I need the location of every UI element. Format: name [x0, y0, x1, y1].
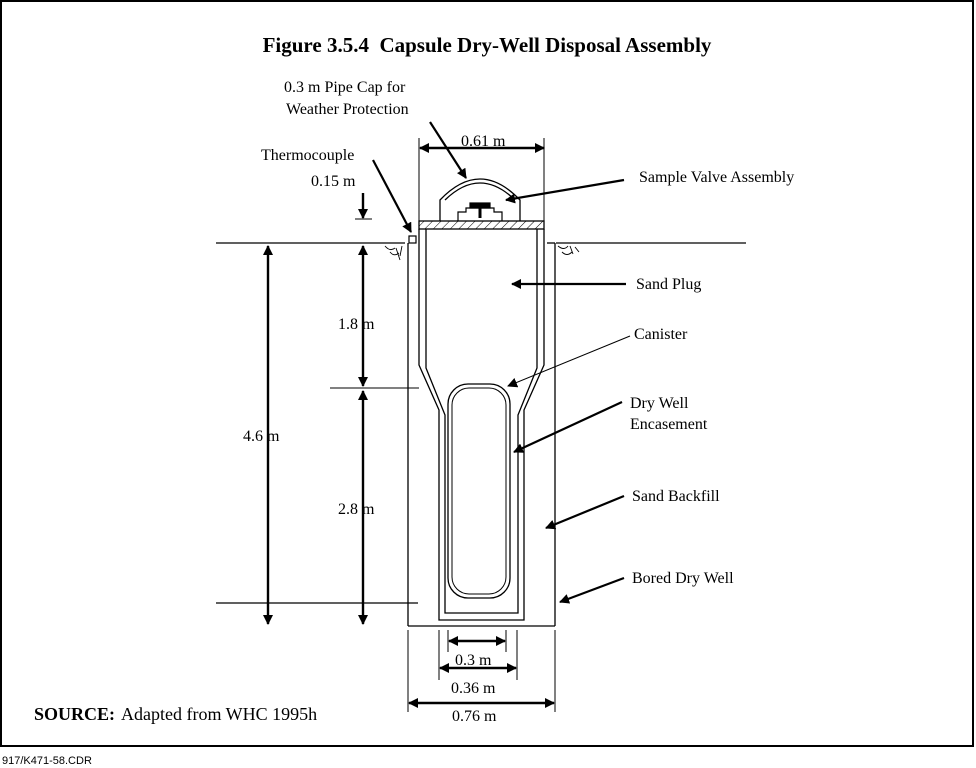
file-id: 917/K471-58.CDR	[2, 755, 92, 767]
thermocouple-sensor	[408, 235, 417, 244]
leader-sample-valve	[505, 178, 625, 204]
label-sample-valve: Sample Valve Assembly	[639, 169, 794, 186]
canister-inner-wall	[451, 387, 507, 595]
dimension-arrows	[263, 143, 555, 708]
label-sand-backfill: Sand Backfill	[632, 488, 720, 505]
sample-valve-assembly	[457, 202, 503, 221]
label-bore-width: 0.76 m	[452, 708, 497, 725]
label-thermocouple: Thermocouple	[261, 147, 354, 164]
leader-dry-well	[513, 401, 623, 453]
label-pipe-cap-2: Weather Protection	[286, 101, 409, 118]
leader-sand-backfill	[545, 494, 625, 530]
label-sand-plug: Sand Plug	[636, 276, 701, 293]
dry-well-encasement	[418, 229, 545, 621]
label-dry-well-1: Dry Well	[630, 395, 689, 412]
leader-pipe-cap	[429, 121, 467, 179]
label-canister-width: 0.3 m	[455, 652, 492, 669]
source-text: Adapted from WHC 1995h	[121, 704, 317, 724]
label-bored-dry-well: Bored Dry Well	[632, 570, 734, 587]
extension-lines	[407, 138, 556, 712]
label-canister: Canister	[634, 326, 688, 343]
ground-soil-marks	[384, 245, 580, 261]
label-cap-width: 0.61 m	[461, 133, 506, 150]
label-lower-depth: 2.8 m	[338, 501, 375, 518]
figure-title: Figure 3.5.4 Capsule Dry-Well Disposal A…	[263, 33, 712, 57]
cover-plate	[418, 220, 545, 230]
label-pipe-cap-1: 0.3 m Pipe Cap for	[284, 79, 406, 96]
label-upper-depth: 1.8 m	[338, 316, 375, 333]
source-line: SOURCE: Adapted from WHC 1995h	[34, 704, 317, 724]
canister	[447, 383, 511, 599]
label-total-depth: 4.6 m	[243, 428, 280, 445]
leader-thermocouple	[372, 159, 412, 233]
leader-canister	[507, 335, 631, 388]
source-label: SOURCE:	[34, 704, 115, 724]
bored-dry-well	[407, 242, 556, 627]
label-encasement-width: 0.36 m	[451, 680, 496, 697]
leader-arrows	[372, 121, 626, 604]
label-dry-well-2: Encasement	[630, 416, 708, 433]
leader-bored-dry-well	[559, 576, 625, 604]
label-cap-height: 0.15 m	[311, 173, 356, 190]
figure-frame	[0, 0, 974, 747]
